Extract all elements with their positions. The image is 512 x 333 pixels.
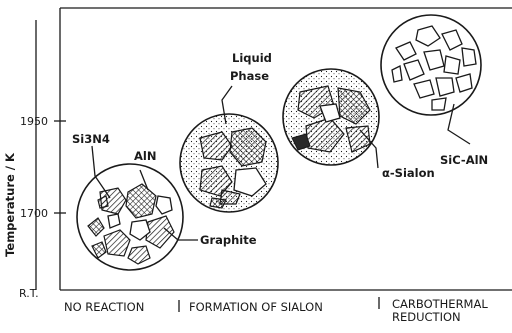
stage-reduction: REDUCTION (392, 310, 461, 324)
tick-1700: 1700 (20, 207, 48, 220)
stage-labels: NO REACTION FORMATION OF SIALON CARBOTHE… (64, 297, 488, 324)
label-liquid-2: Phase (230, 69, 269, 83)
label-liquid-1: Liquid (232, 51, 272, 65)
microstructure-sic-aln (381, 15, 481, 115)
tick-1950: 1950 (20, 115, 48, 128)
microstructure-sialon (283, 69, 379, 165)
stage-no-reaction: NO REACTION (64, 300, 144, 314)
label-si3n4: Si3N4 (72, 132, 110, 146)
label-graphite: Graphite (200, 233, 257, 247)
tick-rt: R.T. (19, 287, 39, 300)
microstructure-liquid-phase (180, 114, 278, 212)
microstructure-no-reaction (77, 164, 183, 270)
label-aln: AlN (134, 149, 156, 163)
y-axis-label: Temperature / K (3, 152, 17, 257)
label-sialon: α-Sialon (382, 166, 435, 180)
stage-formation-of-sialon: FORMATION OF SIALON (189, 300, 323, 314)
label-sic-aln: SiC-AlN (440, 153, 488, 167)
y-axis: Temperature / K 1950 1700 R.T. (3, 115, 66, 300)
stage-carbothermal: CARBOTHERMAL (392, 297, 488, 311)
